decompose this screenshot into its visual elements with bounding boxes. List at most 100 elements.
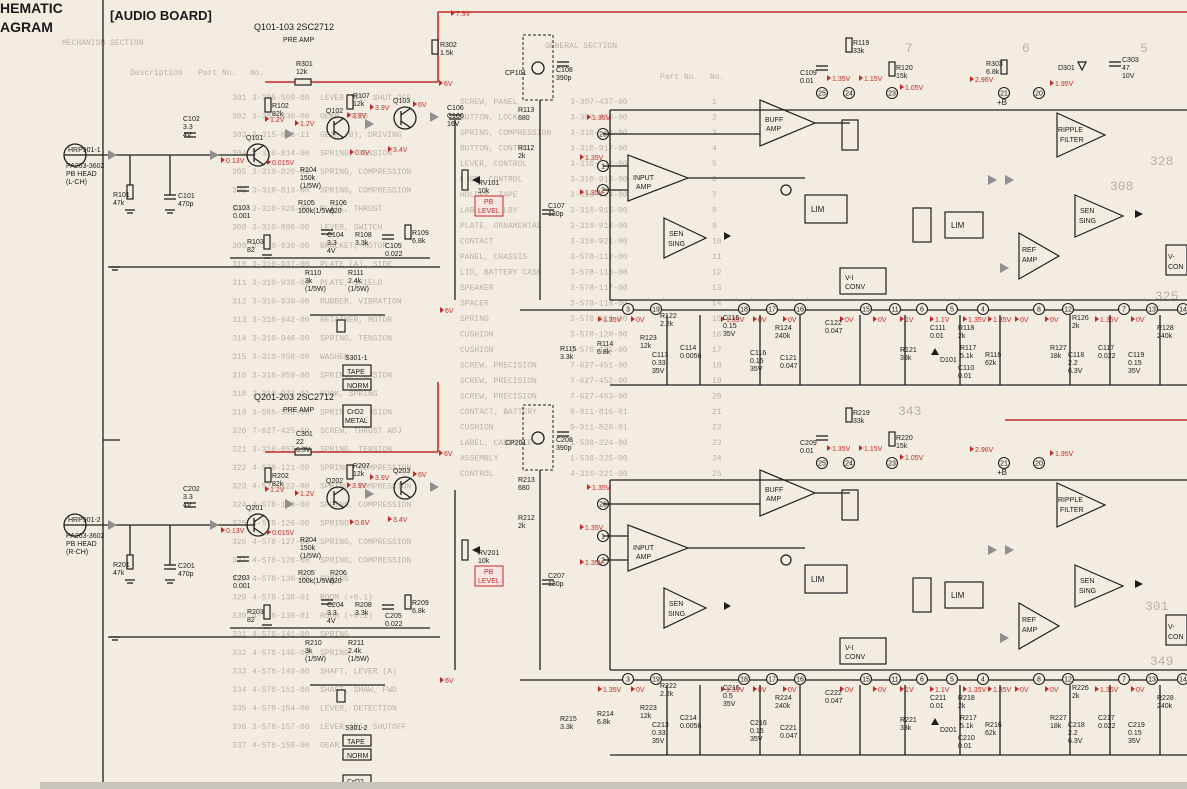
ghost-row-desc: ROOM (+0.1) [320,594,373,603]
capacitor-icon [382,234,394,240]
part-label: 0.047 [780,733,798,740]
voltage-reading: 0V [1050,687,1059,694]
ic-pin-number: 18 [740,677,748,684]
part-label: 6.3V [296,447,311,454]
part-label: C203 [233,575,250,582]
voltage-marker-icon [295,490,299,496]
part-label: C205 [385,613,402,620]
sensing-label: SING [1079,588,1096,595]
input-amp-label: AMP [636,554,652,561]
ic-pin: 19 [649,302,663,316]
voltage-reading: 0.13V [226,528,245,535]
ic-pin: 11 [888,302,902,316]
part-label: C116 [750,350,766,357]
ghost-row-no: 333 [232,668,247,677]
part-label: 0.01 [800,78,814,85]
voltage-marker-icon [267,529,271,535]
transistor-body [246,143,270,167]
ghost-row-desc: SCREW, PRECISION [460,362,537,371]
capacitor-icon [184,502,196,508]
ic-pin-circle [815,456,829,470]
buffer-amp-block [759,469,817,517]
pb-level-text: LEVEL [478,578,500,585]
ghost-row-desc: SPRING [320,520,349,529]
voltage-reading: 1.35V [603,317,622,324]
ghost-row-part: 4-578-138-01 [252,594,310,603]
part-label: C121 [780,355,797,362]
ic-pin-number: 26 [599,132,607,139]
ghost-row-part: 4-578-151-00 [252,686,310,695]
voltage-reading: 1.1V [935,317,950,324]
ic-pin-circle [737,672,751,686]
part-label: D101 [940,357,957,364]
ic-pin-number: 15 [862,677,870,684]
voltage-reading: 1.35V [585,560,604,567]
voltage-reading: 3.9V [375,105,390,112]
ghost-row-part: 4-578-127-00 [252,538,310,547]
ghost-row-part: 3-305-509-00 [252,94,310,103]
ghost-row-no: 22 [712,424,722,433]
resistor-icon [888,61,896,77]
ic-pin-number: 25 [818,91,826,98]
part-label: 18k [1050,353,1062,360]
ghost-row-desc: SPRING, COMPRESSION [320,464,411,473]
ghost-page-marker: 308 [1110,179,1133,194]
transistor-label: Q102 [326,108,343,115]
ripple-filter-block [1056,112,1107,158]
ic-pin: 24 [842,456,856,470]
transistor-group-label: Q201-203 2SC2712 [254,392,334,402]
ic-pin-circle [1117,672,1131,686]
ghost-page-marker: 5 [1140,41,1148,56]
ic-pin-number: 26 [599,502,607,509]
ghost-row-desc: CUSHION [460,331,494,340]
switch-icon [336,319,346,333]
part-label: RV201 [478,550,499,557]
ghost-row-desc: PLATE (A), SIDE [320,261,392,270]
voltage-marker-icon [827,75,831,81]
lim-block-2 [944,211,984,239]
part-label: 470p [178,571,194,578]
part-label: (1/5W) [300,183,321,190]
ghost-row-no: 320 [232,427,247,436]
ic-pin-circle [1145,302,1159,316]
ic-pin-number: 24 [845,461,853,468]
part-label: C202 [183,486,200,493]
part-label: 47k [113,570,125,577]
ic-pin-number: 19 [652,677,660,684]
ghost-row-part: 3-310-938-00 [252,279,310,288]
part-label: 0.01 [930,333,944,340]
part-label: C221 [780,725,797,732]
voltage-reading: 6V [418,472,427,479]
page-bottom-band [40,782,1187,789]
part-label: (1/5W) [305,656,326,663]
part-label: R227 [1050,715,1067,722]
ghost-row-part: 3-578-157-00 [252,723,310,732]
part-label: 150k [300,545,316,552]
ghost-row-desc: SPRING [460,315,489,324]
ic-pin-circle [888,672,902,686]
ghost-page-marker: 343 [898,404,921,419]
part-label: 3k [305,648,313,655]
part-label: 0.15 [750,358,764,365]
ic-pin-number: 12 [1064,677,1072,684]
signal-arrow-icon [430,482,439,492]
ghost-row-no: 336 [232,723,247,732]
voltage-reading: 1.35V [993,317,1012,324]
voltage-marker-icon [1045,316,1049,322]
voltage-reading: 1.35V [585,155,604,162]
ic-pin: 5 [945,302,959,316]
ic-pin-number: 23 [888,91,896,98]
voltage-reading: 0.6V [355,520,370,527]
transistor-icon [246,143,270,167]
ghost-row-no: 11 [712,253,722,262]
ic-pin-number: 4 [981,307,985,314]
signal-arrow-icon [285,129,294,139]
voltage-reading: 1.35V [993,687,1012,694]
ref-amp-label: AMP [1022,627,1038,634]
part-label: C117 [1098,345,1114,352]
ic-pin-number: 12 [1064,307,1072,314]
capacitor-icon [237,556,249,562]
voltage-reading: 1.35V [968,687,987,694]
ghost-row-no: 322 [232,464,247,473]
ic-pin: 7 [1117,302,1131,316]
